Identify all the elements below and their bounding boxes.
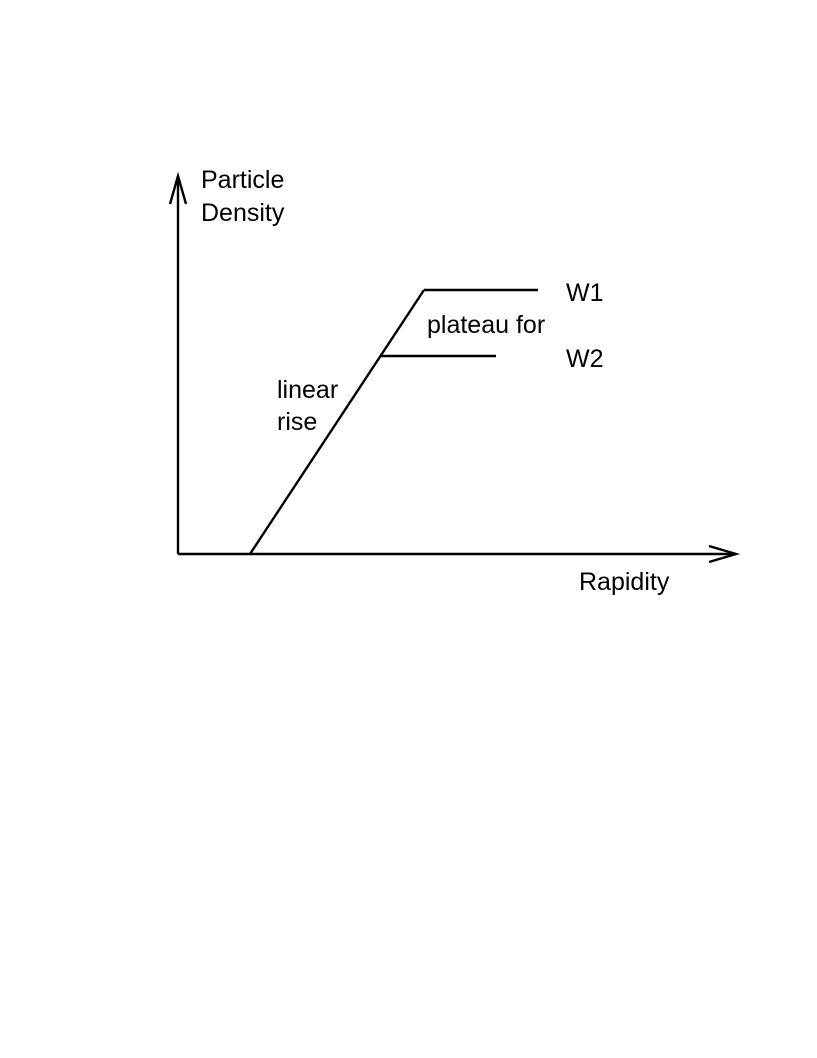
x-axis-label: Rapidity	[579, 568, 670, 596]
y-axis-label-line1: Particle	[201, 166, 284, 194]
plateau-label: plateau for	[427, 311, 545, 339]
y-axis-arrowhead	[168, 171, 188, 205]
linear-rise-label-line1: linear	[277, 376, 338, 404]
x-axis	[178, 544, 741, 564]
linear-rise-label-line2: rise	[277, 408, 317, 436]
w1-label: W1	[566, 279, 604, 307]
y-axis	[168, 171, 188, 554]
x-axis-arrowhead	[708, 544, 741, 564]
y-axis-label-line2: Density	[201, 199, 285, 227]
w2-label: W2	[566, 345, 604, 373]
linear-rise-line	[248, 289, 426, 555]
